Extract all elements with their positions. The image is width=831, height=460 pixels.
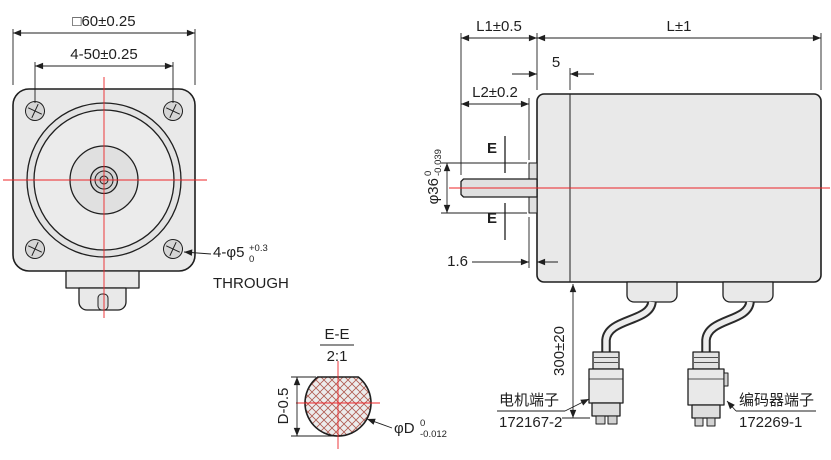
front-view: □60±0.25 4-50±0.25 4-φ5 +0.3 0 THROUGH — [3, 13, 289, 318]
dim-hole-spacing-label: 4-50±0.25 — [70, 46, 137, 63]
encoder-connector-part: 172269-1 — [739, 414, 802, 431]
dim-boss-step: 1.6 — [447, 217, 558, 270]
section-cut-marks: E E — [487, 136, 506, 240]
hole-callout-main: 4-φ5 — [213, 244, 244, 261]
dim-hole-spacing: 4-50±0.25 — [34, 46, 174, 103]
motor-cable — [601, 300, 657, 353]
front-cable-exit — [65, 270, 140, 311]
dim-l1-label: L1±0.5 — [476, 18, 522, 35]
dim-l2: L2±0.2 — [461, 84, 530, 160]
shaft-dia-main: φD — [394, 420, 415, 437]
dim-l-label: L±1 — [667, 18, 692, 35]
section-scale-label: 2:1 — [327, 348, 348, 365]
hole-callout-tol-upper: +0.3 — [249, 243, 268, 254]
shaft-dia-tol-upper: 0 — [420, 418, 425, 429]
cable-gland-encoder — [722, 281, 774, 303]
section-mark-e-bottom: E — [487, 210, 497, 227]
dim-boss-dia: φ36 0 -0.039 — [423, 149, 527, 214]
hole-callout-tol-lower: 0 — [249, 254, 254, 265]
section-title-label: E-E — [324, 326, 349, 343]
dim-width-label: □60±0.25 — [72, 13, 135, 30]
encoder-connector — [687, 351, 729, 427]
shaft-dia-callout: φD 0 -0.012 — [366, 418, 447, 440]
dim-boss-step-label: 1.6 — [447, 253, 468, 270]
shaft-dia-tol-lower: -0.012 — [420, 429, 447, 440]
corner-screw-top-left — [25, 101, 45, 121]
boss-dia-tol-upper: 0 — [423, 171, 434, 176]
front-centerlines — [3, 77, 207, 318]
corner-screw-top-right — [163, 101, 183, 121]
side-view: L1±0.5 L±1 5 L2±0.2 E E φ36 0 — [423, 18, 830, 431]
dim-front-cap: 5 — [512, 54, 594, 90]
dim-cable-length: 300±20 — [551, 284, 590, 419]
motor-connector-label: 电机端子 — [499, 392, 559, 409]
dim-across-flat: D-0.5 — [275, 376, 334, 437]
dim-flange-width: □60±0.25 — [12, 13, 196, 85]
hole-callout-note: THROUGH — [213, 275, 289, 292]
section-view-ee: E-E 2:1 D-0.5 φD 0 -0.012 — [275, 326, 447, 449]
motor-connector-callout: 电机端子 172167-2 — [497, 392, 590, 431]
hole-callout: 4-φ5 +0.3 0 THROUGH — [183, 243, 289, 292]
cable-gland-motor — [626, 281, 678, 303]
dim-across-flat-label: D-0.5 — [275, 388, 292, 425]
corner-screw-bottom-right — [163, 239, 183, 259]
dim-l2-label: L2±0.2 — [472, 84, 518, 101]
section-mark-e-top: E — [487, 140, 497, 157]
encoder-connector-label: 编码器端子 — [739, 392, 814, 409]
section-centerlines — [296, 361, 380, 449]
encoder-cable — [701, 300, 755, 353]
dim-cable-length-label: 300±20 — [551, 326, 568, 376]
section-title: E-E 2:1 — [320, 326, 354, 365]
motor-connector — [588, 351, 624, 425]
dim-front-cap-label: 5 — [552, 54, 560, 71]
motor-connector-part: 172167-2 — [499, 414, 562, 431]
boss-dia-main: φ36 — [425, 178, 442, 204]
dim-l1-and-l: L1±0.5 L±1 — [460, 18, 822, 175]
corner-screw-bottom-left — [25, 239, 45, 259]
boss-dia-tol-lower: -0.039 — [433, 149, 444, 176]
encoder-connector-callout: 编码器端子 172269-1 — [726, 392, 816, 431]
